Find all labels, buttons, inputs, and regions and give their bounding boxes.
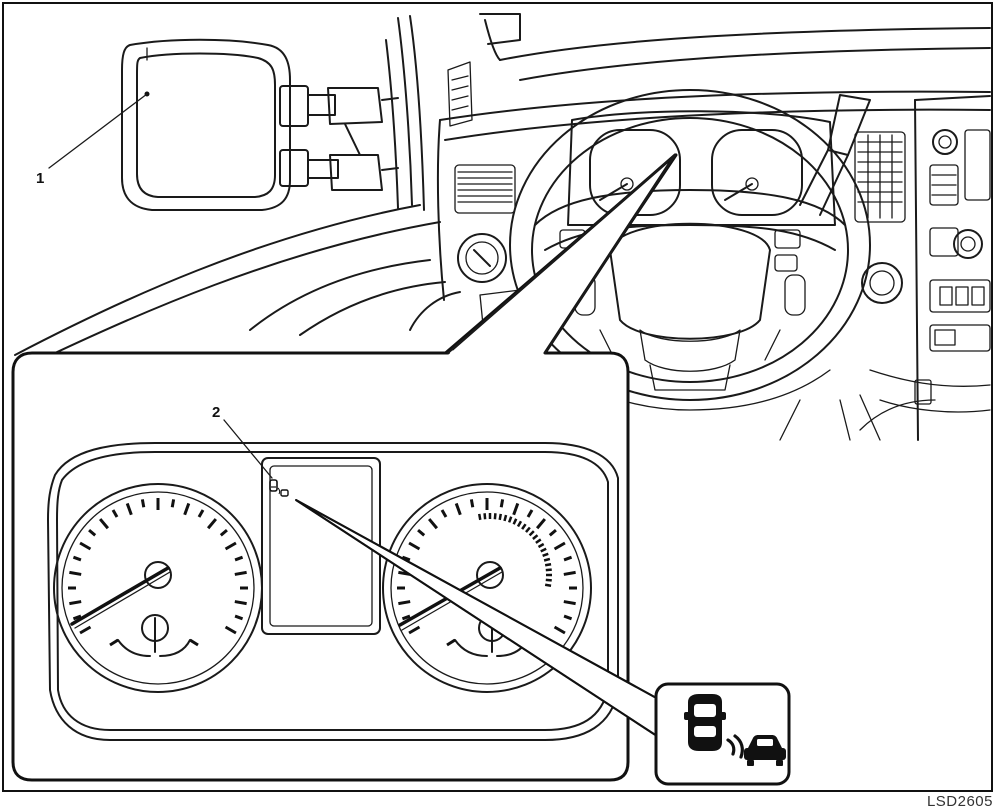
gauge-dot — [542, 552, 549, 558]
gauge-dot — [498, 513, 502, 521]
gauge-tick — [170, 499, 176, 508]
gauge-dot — [503, 514, 508, 522]
gauge-dot — [525, 526, 531, 533]
gauge-dot — [521, 523, 527, 530]
outside-mirror — [121, 38, 399, 211]
gauge-tick — [535, 518, 546, 530]
gauge-tick — [454, 502, 462, 516]
gauge-dot — [528, 530, 535, 537]
gauge-dot — [545, 568, 552, 572]
gauge-tick — [125, 502, 133, 516]
gauge-dot — [516, 520, 523, 528]
gauge-tick — [69, 570, 82, 576]
gauge-dot — [537, 542, 545, 549]
gauge-tick — [408, 541, 421, 551]
gauge-tick — [88, 529, 97, 537]
gauge-dot — [535, 538, 542, 544]
gauge-tick — [197, 509, 205, 518]
gauge-dot — [532, 534, 539, 540]
left-gauge-ticks — [68, 498, 248, 635]
gauge-tick — [512, 502, 520, 516]
gauge-tick — [398, 600, 411, 606]
gauge-tick — [526, 509, 534, 518]
callout-1: 1 — [36, 93, 148, 187]
gauge-tick — [548, 529, 557, 537]
gauge-dot — [493, 513, 497, 520]
gauge-dot — [483, 513, 487, 520]
gauge-tick — [234, 614, 244, 621]
cab-interior — [14, 13, 991, 441]
gauge-dot — [544, 583, 552, 587]
gauge-tick — [234, 555, 244, 562]
gauge-tick — [499, 499, 505, 508]
callout-number-1: 1 — [36, 170, 44, 187]
gauge-tick — [111, 509, 119, 518]
callout-number-2: 2 — [212, 404, 220, 421]
gauge-tick — [563, 570, 576, 576]
gauge-tick — [234, 600, 247, 606]
gauge-tick — [401, 555, 411, 562]
gauge-dot — [543, 557, 551, 562]
gauge-tick — [428, 518, 439, 530]
gauge-tick — [79, 541, 92, 551]
gauge-tick — [469, 499, 475, 508]
gauge-tick — [219, 529, 228, 537]
gauge-dot — [478, 513, 482, 521]
gauge-dot — [544, 563, 552, 567]
gauge-tick — [224, 625, 237, 635]
gauge-dot — [540, 547, 547, 553]
figure-code: LSD2605 — [927, 793, 993, 809]
blind-spot-indicator-small — [269, 479, 289, 497]
gauge-tick — [99, 518, 110, 530]
gauge-tick — [440, 509, 448, 518]
gauge-tick — [563, 600, 576, 606]
gauge-tick — [401, 614, 411, 621]
gauge-tick — [417, 529, 426, 537]
gauge-tick — [553, 541, 566, 551]
gauge-tick — [563, 555, 573, 562]
gauge-tick — [224, 541, 237, 551]
gauge-tick — [72, 614, 82, 621]
gauge-tick — [72, 555, 82, 562]
right-gauge-ticks — [397, 498, 577, 635]
vehicle-blind-spot-warning-icon — [684, 694, 786, 766]
gauge-dot — [507, 516, 513, 523]
gauge-tick — [183, 502, 191, 516]
gauge-dot — [545, 578, 552, 582]
gauge-tick — [563, 614, 573, 621]
steering-wheel — [509, 89, 871, 411]
gauge-tick — [408, 625, 421, 635]
gauge-tick — [553, 625, 566, 635]
blind-spot-warning-icon-box — [654, 682, 791, 786]
gauge-tick — [206, 518, 217, 530]
gauge-tick — [234, 570, 247, 576]
figure-frame — [2, 2, 993, 792]
gauge-tick — [79, 625, 92, 635]
cluster-zoom-inset — [11, 153, 678, 782]
gauge-tick — [140, 499, 146, 508]
callout-2: 2 — [212, 404, 273, 479]
gauge-tick — [69, 600, 82, 606]
right-gauge-inner-dots — [478, 513, 552, 587]
gauge-dot — [512, 518, 518, 525]
